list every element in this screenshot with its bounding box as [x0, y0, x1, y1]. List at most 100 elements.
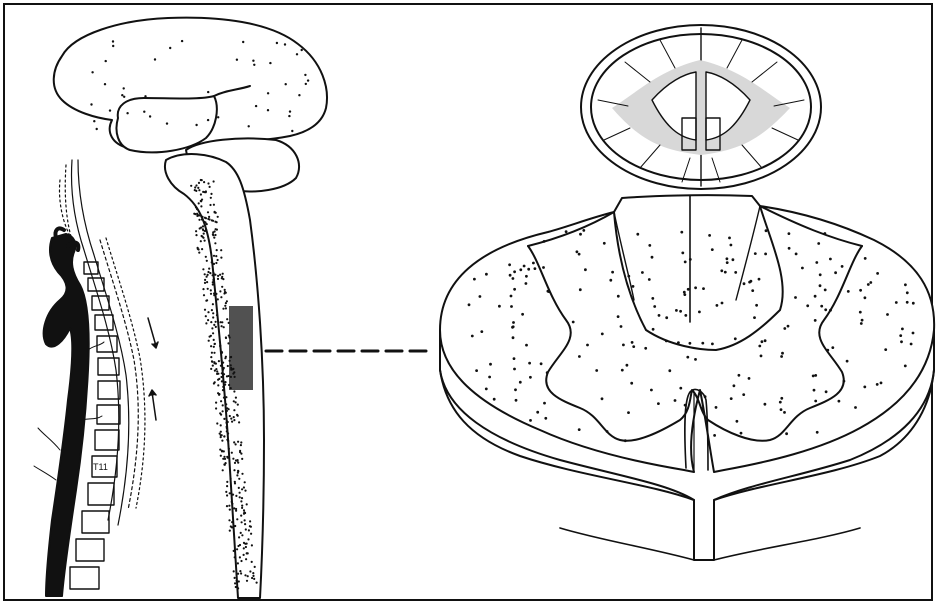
stipple-dot — [200, 200, 202, 202]
stipple-dot — [648, 278, 651, 281]
stipple-dot — [488, 376, 491, 379]
stipple-dot — [202, 268, 204, 270]
stipple-dot — [238, 478, 240, 480]
stipple-dot — [240, 444, 242, 446]
stipple-dot — [219, 412, 221, 414]
stipple-dot — [230, 376, 232, 378]
stipple-dot — [223, 326, 225, 328]
stipple-dot — [204, 282, 206, 284]
stipple-dot — [224, 381, 226, 383]
stipple-dot — [684, 314, 687, 317]
stipple-dot — [181, 40, 183, 42]
stipple-dot — [713, 434, 716, 437]
stipple-dot — [234, 482, 236, 484]
stipple-dot — [819, 273, 822, 276]
stipple-dot — [209, 204, 211, 206]
stipple-dot — [205, 315, 207, 317]
stipple-dot — [217, 384, 219, 386]
stipple-dot — [213, 361, 215, 363]
stipple-dot — [702, 287, 705, 290]
stipple-dot — [213, 204, 215, 206]
stipple-dot — [121, 94, 123, 96]
stipple-dot — [215, 368, 217, 370]
stipple-dot — [213, 180, 215, 182]
stipple-dot — [815, 261, 818, 264]
stipple-dot — [216, 422, 218, 424]
stipple-dot — [241, 497, 243, 499]
stipple-dot — [226, 481, 228, 483]
stipple-dot — [527, 268, 530, 271]
stipple-dot — [680, 231, 683, 234]
stipple-dot — [515, 399, 518, 402]
stipple-dot — [213, 263, 215, 265]
stipple-dot — [223, 463, 225, 465]
stipple-dot — [197, 248, 199, 250]
stipple-dot — [233, 409, 235, 411]
stipple-dot — [288, 115, 290, 117]
stipple-dot — [813, 389, 816, 392]
stipple-dot — [867, 283, 870, 286]
stipple-dot — [223, 397, 225, 399]
stipple-dot — [236, 580, 238, 582]
stipple-dot — [222, 278, 224, 280]
stipple-dot — [229, 415, 231, 417]
stipple-dot — [219, 274, 221, 276]
stipple-dot — [206, 299, 208, 301]
stipple-dot — [543, 402, 546, 405]
stipple-dot — [686, 356, 689, 359]
stipple-dot — [221, 321, 223, 323]
stipple-dot — [206, 276, 208, 278]
stipple-dot — [223, 456, 225, 458]
stipple-dot — [720, 269, 723, 272]
stipple-dot — [213, 324, 215, 326]
stipple-dot — [733, 384, 736, 387]
stipple-dot — [214, 211, 216, 213]
stipple-dot — [780, 355, 783, 358]
stipple-dot — [227, 342, 229, 344]
stipple-dot — [210, 289, 212, 291]
stipple-dot — [241, 458, 243, 460]
stipple-dot — [529, 419, 532, 422]
stipple-dot — [225, 356, 227, 358]
stipple-dot — [221, 325, 223, 327]
stipple-dot — [846, 360, 849, 363]
stipple-dot — [238, 580, 240, 582]
stipple-dot — [521, 313, 524, 316]
stipple-dot — [154, 58, 156, 60]
stipple-dot — [247, 538, 249, 540]
stipple-dot — [222, 362, 224, 364]
stipple-dot — [708, 234, 711, 237]
stipple-dot — [218, 378, 220, 380]
stipple-dot — [228, 448, 230, 450]
stipple-dot — [529, 376, 532, 379]
stipple-dot — [221, 434, 223, 436]
stipple-dot — [780, 397, 783, 400]
stipple-dot — [210, 193, 212, 195]
stipple-dot — [221, 351, 223, 353]
stipple-dot — [226, 494, 228, 496]
stipple-dot — [734, 337, 737, 340]
stipple-dot — [208, 268, 210, 270]
stipple-dot — [758, 278, 761, 281]
stipple-dot — [860, 322, 863, 325]
stipple-dot — [624, 439, 627, 442]
stipple-dot — [886, 313, 889, 316]
stipple-dot — [227, 421, 229, 423]
stipple-dot — [254, 566, 256, 568]
stipple-dot — [785, 432, 788, 435]
stipple-dot — [221, 372, 223, 374]
flow-arrows — [148, 318, 158, 420]
stipple-dot — [217, 259, 219, 261]
stipple-dot — [237, 459, 239, 461]
stipple-dot — [544, 417, 547, 420]
stipple-dot — [546, 371, 549, 374]
stipple-dot — [237, 415, 239, 417]
stipple-dot — [227, 440, 229, 442]
stipple-dot — [233, 469, 235, 471]
stipple-dot — [689, 258, 692, 261]
stipple-dot — [200, 179, 202, 181]
stipple-dot — [198, 189, 200, 191]
stipple-dot — [475, 369, 478, 372]
stipple-dot — [241, 521, 243, 523]
stipple-dot — [226, 485, 228, 487]
